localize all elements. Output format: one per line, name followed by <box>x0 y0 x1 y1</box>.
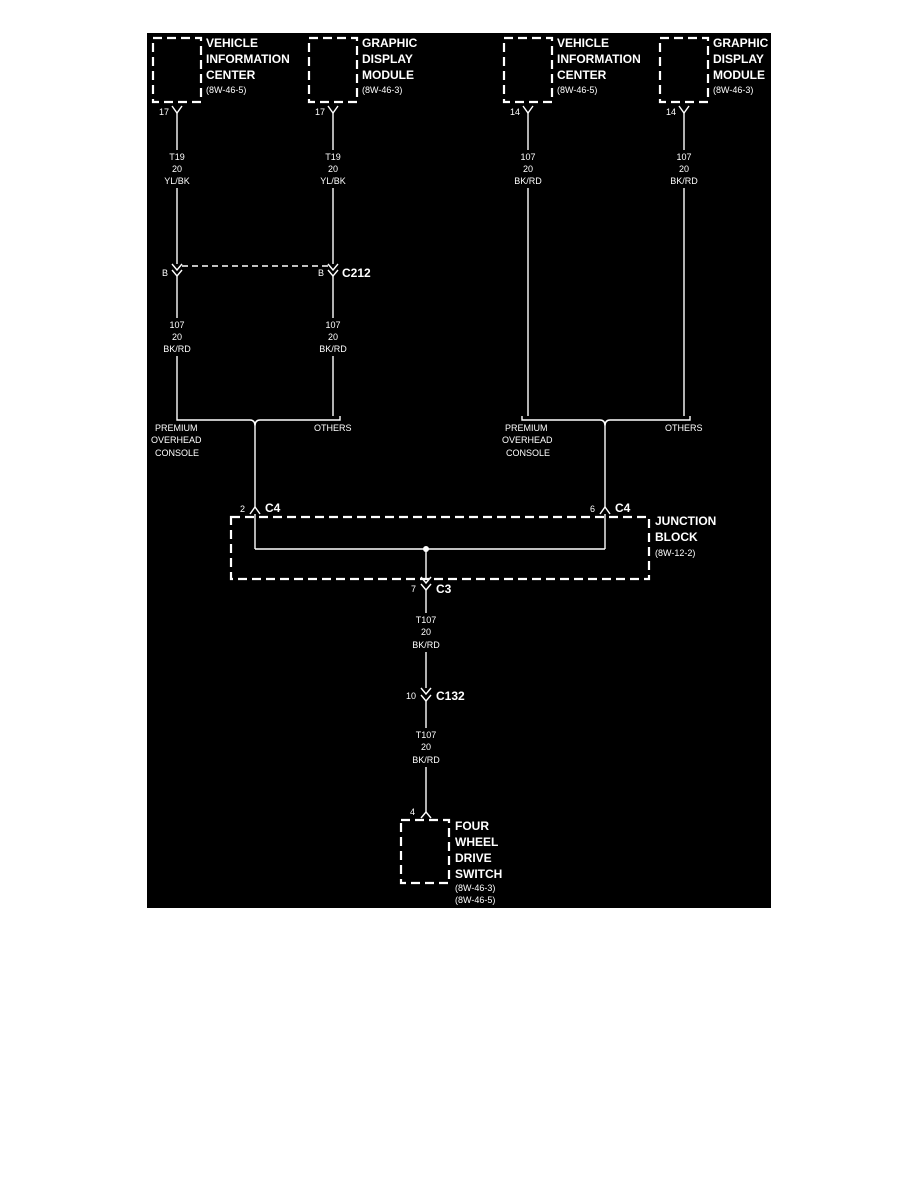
vic-left-name-3: CENTER <box>206 68 256 82</box>
gdm-left-name-2: DISPLAY <box>362 52 413 66</box>
right-option-splice: PREMIUM OVERHEAD CONSOLE OTHERS <box>502 416 703 508</box>
four-wheel-drive-switch-component: 4 FOUR WHEEL DRIVE SWITCH (8W-46-3) (8W-… <box>399 807 502 905</box>
wire-1-lower-gauge: 20 <box>172 332 182 342</box>
switch-name-2: WHEEL <box>455 835 498 849</box>
c212-right-terminal-top <box>327 263 339 272</box>
junction-block-box <box>229 515 651 581</box>
vic-left-component: VEHICLE INFORMATION CENTER (8W-46-5) 17 <box>151 36 290 117</box>
wire-2-upper-gauge: 20 <box>328 164 338 174</box>
gdm-right-name-3: MODULE <box>713 68 765 82</box>
wire-2-upper-circuit: T19 <box>325 152 341 162</box>
gdm-right-pin: 14 <box>666 107 676 117</box>
c212-pin-right: B <box>318 268 324 278</box>
c4-left-pin: 2 <box>240 504 245 514</box>
wire-1-upper-circuit: T19 <box>169 152 185 162</box>
connector-c212: B B C212 <box>162 263 371 280</box>
c132-pin: 10 <box>406 691 416 701</box>
c3-terminal-top <box>420 576 432 585</box>
gdm-left-pin: 17 <box>315 107 325 117</box>
gdm-left-name-3: MODULE <box>362 68 414 82</box>
wire-1-lower-color: BK/RD <box>163 344 191 354</box>
wire-3-circuit: 107 <box>520 152 535 162</box>
vic-right-component: VEHICLE INFORMATION CENTER (8W-46-5) 14 <box>502 36 641 117</box>
gdm-right-component: GRAPHIC DISPLAY MODULE (8W-46-3) 14 <box>658 36 769 117</box>
c3-label: C3 <box>436 582 452 596</box>
left-premium-3: CONSOLE <box>155 448 199 458</box>
diagram-background <box>147 33 771 908</box>
gdm-left-name-1: GRAPHIC <box>362 36 418 50</box>
wire-4-circuit: 107 <box>676 152 691 162</box>
wire-4-color: BK/RD <box>670 176 698 186</box>
vic-right-ref: (8W-46-5) <box>557 85 597 95</box>
vic-left-ref: (8W-46-5) <box>206 85 246 95</box>
vic-right-name-1: VEHICLE <box>557 36 609 50</box>
wire-2-lower-gauge: 20 <box>328 332 338 342</box>
switch-name-3: DRIVE <box>455 851 492 865</box>
left-premium-2: OVERHEAD <box>151 435 202 445</box>
c4-left-terminal <box>249 505 261 515</box>
junction-block-name-2: BLOCK <box>655 530 698 544</box>
vic-left-pin: 17 <box>159 107 169 117</box>
switch-box <box>399 818 451 885</box>
c4-left-label: C4 <box>265 501 281 515</box>
vic-right-name-3: CENTER <box>557 68 607 82</box>
gdm-left-ref: (8W-46-3) <box>362 85 402 95</box>
jb-out-gauge: 20 <box>421 627 431 637</box>
vic-left-name-2: INFORMATION <box>206 52 290 66</box>
c212-left-terminal-top <box>171 263 183 272</box>
c212-pin-left: B <box>162 268 168 278</box>
junction-block-name-1: JUNCTION <box>655 514 716 528</box>
vic-left-name-1: VEHICLE <box>206 36 258 50</box>
vic-right-name-2: INFORMATION <box>557 52 641 66</box>
right-premium-3: CONSOLE <box>506 448 550 458</box>
c212-label: C212 <box>342 266 371 280</box>
sw-in-circuit: T107 <box>416 730 437 740</box>
wire-2-upper-color: YL/BK <box>320 176 346 186</box>
wire-1-upper-color: YL/BK <box>164 176 190 186</box>
junction-block-ref: (8W-12-2) <box>655 548 695 558</box>
switch-ref-2: (8W-46-5) <box>455 895 495 905</box>
c4-right-terminal <box>599 505 611 515</box>
gdm-right-name-1: GRAPHIC <box>713 36 769 50</box>
switch-ref-1: (8W-46-3) <box>455 883 495 893</box>
jb-out-circuit: T107 <box>416 615 437 625</box>
junction-block-component: JUNCTION BLOCK (8W-12-2) 2 C4 6 C4 7 C3 <box>229 501 716 596</box>
wire-2-lower-color: BK/RD <box>319 344 347 354</box>
left-premium-1: PREMIUM <box>155 423 198 433</box>
gdm-right-ref: (8W-46-3) <box>713 85 753 95</box>
right-premium-2: OVERHEAD <box>502 435 553 445</box>
jb-out-color: BK/RD <box>412 640 440 650</box>
c3-pin: 7 <box>411 584 416 594</box>
c4-right-pin: 6 <box>590 504 595 514</box>
right-others: OTHERS <box>665 423 703 433</box>
right-premium-1: PREMIUM <box>505 423 548 433</box>
gdm-right-name-2: DISPLAY <box>713 52 764 66</box>
switch-pin: 4 <box>410 807 415 817</box>
wire-4-gauge: 20 <box>679 164 689 174</box>
wire-3-gauge: 20 <box>523 164 533 174</box>
c132-terminal-top <box>420 687 432 696</box>
switch-terminal <box>420 810 432 819</box>
left-option-splice: PREMIUM OVERHEAD CONSOLE OTHERS <box>151 416 352 508</box>
gdm-left-component: GRAPHIC DISPLAY MODULE (8W-46-3) 17 <box>307 36 418 117</box>
sw-in-gauge: 20 <box>421 742 431 752</box>
sw-in-color: BK/RD <box>412 755 440 765</box>
wire-1-lower-circuit: 107 <box>169 320 184 330</box>
c132-label: C132 <box>436 689 465 703</box>
wire-2-lower-circuit: 107 <box>325 320 340 330</box>
left-others: OTHERS <box>314 423 352 433</box>
switch-name-4: SWITCH <box>455 867 502 881</box>
wire-3-color: BK/RD <box>514 176 542 186</box>
switch-name-1: FOUR <box>455 819 489 833</box>
vic-right-pin: 14 <box>510 107 520 117</box>
c4-right-label: C4 <box>615 501 631 515</box>
wire-1-upper-gauge: 20 <box>172 164 182 174</box>
connector-c132: 10 C132 <box>406 687 465 703</box>
